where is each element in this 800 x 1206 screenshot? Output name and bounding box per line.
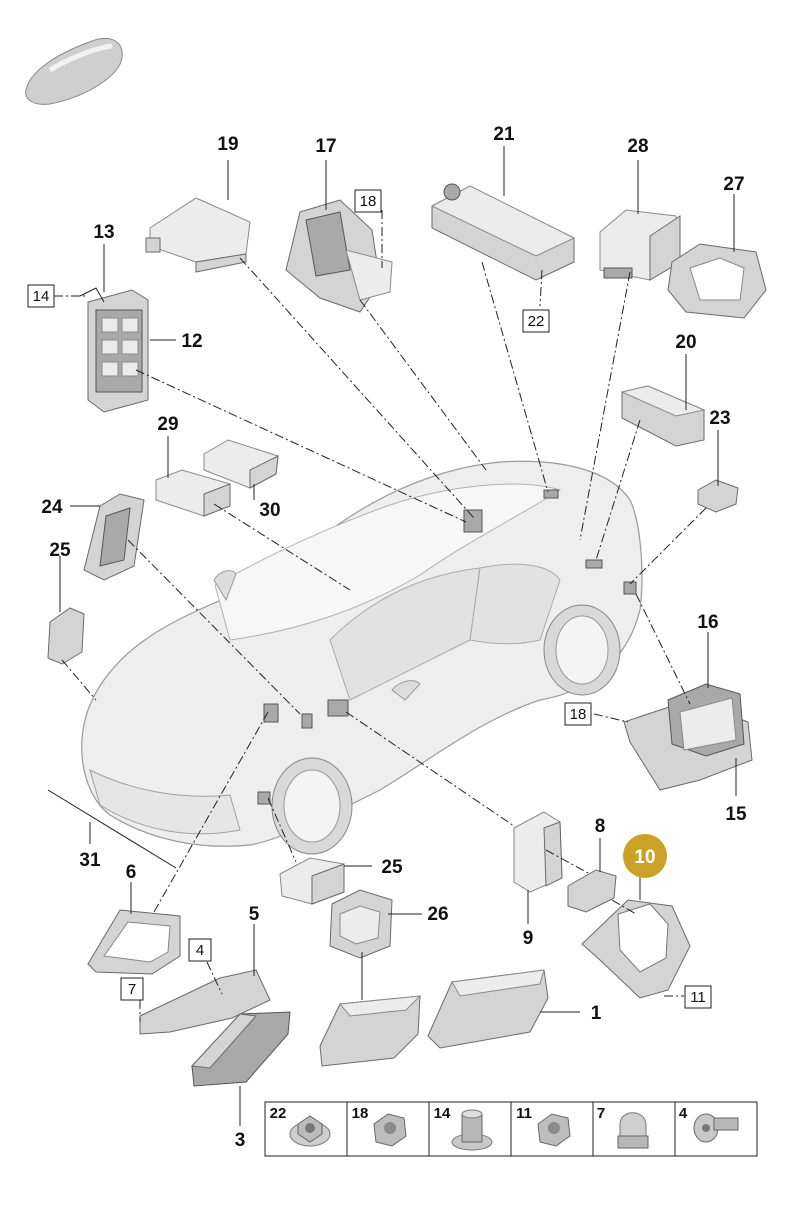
- callout-21: 21: [493, 124, 515, 145]
- part-19-radar-sensor: [145, 197, 251, 273]
- highlight-circle: [623, 834, 667, 878]
- callout-25-upper: 25: [49, 540, 71, 561]
- callout-27: 27: [723, 174, 744, 195]
- callout-26: 26: [427, 904, 448, 925]
- part-10-bracket: [581, 899, 691, 999]
- part-25-sensor-lower: [279, 857, 345, 905]
- callout-10-highlighted[interactable]: 10: [623, 834, 667, 878]
- fastener-label-4: 4: [679, 1105, 688, 1122]
- callout-24: 24: [41, 497, 63, 518]
- callout-8: 8: [595, 816, 606, 837]
- fastener-label-18: 18: [352, 1105, 369, 1122]
- callout-12: 12: [181, 331, 202, 352]
- callout-25-lower: 25: [381, 857, 403, 878]
- callout-17: 17: [315, 136, 336, 157]
- part-29-module: [155, 469, 231, 517]
- vehicle-body: [81, 460, 643, 855]
- callout-16: 16: [697, 612, 718, 633]
- car-thumbnail-icon: [25, 37, 123, 105]
- callout-29: 29: [157, 414, 178, 435]
- part-6-bracket: [87, 909, 181, 975]
- callout-15: 15: [725, 804, 747, 825]
- part-3-control-unit: [190, 1011, 291, 1087]
- callout-30: 30: [259, 500, 280, 521]
- callout-23: 23: [709, 408, 730, 429]
- fastener-label-7: 7: [597, 1105, 605, 1122]
- hex-nut-small-icon: [537, 1113, 571, 1147]
- callout-31: 31: [79, 850, 101, 871]
- part-9-control-unit: [513, 811, 563, 893]
- fastener-label-14: 14: [434, 1105, 451, 1122]
- box-ref-22: 22: [528, 313, 545, 330]
- callout-9: 9: [523, 928, 534, 949]
- flange-nut-icon: [289, 1115, 331, 1147]
- part-28-control-module: [599, 209, 681, 281]
- callout-13: 13: [93, 222, 114, 243]
- part-8-module: [567, 869, 617, 913]
- part-17-control-unit-bracket: [285, 199, 393, 313]
- part-1-control-unit: [427, 969, 549, 1049]
- box-ref-4: 4: [196, 942, 204, 959]
- callout-28: 28: [627, 136, 648, 157]
- screw-icon: [693, 1113, 739, 1143]
- part-27-bracket: [667, 243, 767, 319]
- box-ref-18-upper: 18: [360, 193, 377, 210]
- part-12-13-relay-module: [79, 287, 149, 413]
- part-26-bracket: [329, 889, 393, 959]
- part-23-small-module: [697, 479, 739, 513]
- box-ref-11: 11: [690, 989, 706, 1006]
- part-25-sensor-upper: [47, 607, 85, 665]
- fastener-table: 22 18 14 11 7 4: [264, 1101, 758, 1157]
- callout-6: 6: [126, 862, 137, 883]
- leader-lines: [47, 146, 737, 1126]
- callout-19: 19: [217, 134, 238, 155]
- part-21-control-unit: [430, 183, 576, 281]
- callout-10: 10: [634, 847, 655, 868]
- callout-3: 3: [235, 1130, 246, 1151]
- fastener-label-22: 22: [270, 1105, 287, 1122]
- boxed-references: 14 18 22 18 4 7 11: [27, 189, 712, 1009]
- part-30-module: [203, 439, 279, 489]
- box-ref-14: 14: [33, 288, 50, 305]
- callout-5: 5: [249, 904, 260, 925]
- hex-nut-icon: [373, 1113, 407, 1147]
- part-15-16-control-unit: [623, 683, 753, 791]
- callout-numbers: 19 17 21 28 27 13 12 20 23 29 30 24 25 1…: [41, 124, 747, 1151]
- callout-20: 20: [675, 332, 696, 353]
- box-ref-7: 7: [128, 981, 136, 998]
- cap-nut-icon: [617, 1112, 649, 1149]
- part-20-module: [620, 385, 706, 447]
- box-ref-18-lower: 18: [570, 706, 587, 723]
- callout-1: 1: [591, 1003, 602, 1024]
- part-24-bracket: [83, 493, 145, 581]
- fastener-label-11: 11: [516, 1105, 532, 1122]
- part-5-bracket: [139, 969, 271, 1035]
- spacer-nut-icon: [451, 1109, 493, 1151]
- part-26-control-unit: [319, 995, 422, 1067]
